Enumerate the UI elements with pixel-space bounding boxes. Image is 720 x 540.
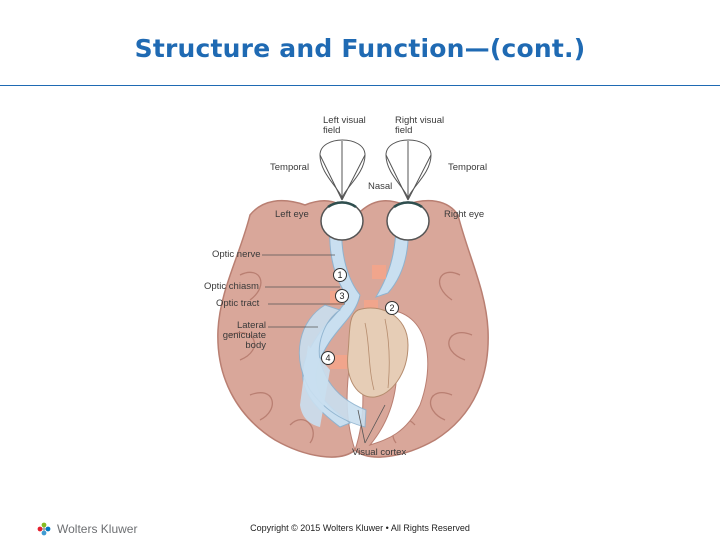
label-right-visual-field: Right visual field [395, 115, 445, 136]
brainstem [347, 307, 409, 398]
label-visual-cortex: Visual cortex [352, 447, 407, 458]
callout-2: 2 [385, 301, 399, 315]
label-optic-tract: Optic tract [216, 298, 260, 309]
label-nasal: Nasal [368, 181, 393, 192]
label-temporal-right: Temporal [448, 162, 488, 173]
right-eye [386, 201, 430, 241]
label-left-eye: Left eye [275, 209, 309, 220]
label-optic-nerve: Optic nerve [212, 249, 261, 260]
wolters-kluwer-logo-icon [37, 522, 51, 536]
callout-1: 1 [333, 268, 347, 282]
label-temporal-left: Temporal [270, 162, 310, 173]
visual-pathway-illustration [217, 139, 489, 458]
callout-4: 4 [321, 351, 335, 365]
label-left-visual-field: Left visual field [323, 115, 366, 136]
visual-field-cones [319, 139, 432, 201]
label-lateral-geniculate-body: Lateral geniculate body [222, 320, 266, 351]
logo-text: Wolters Kluwer [57, 522, 138, 536]
label-right-eye: Right eye [444, 209, 485, 220]
visual-pathway-figure: Left visual field Right visual field Tem… [190, 105, 510, 470]
wolters-kluwer-logo: Wolters Kluwer [36, 519, 137, 539]
left-eye [320, 201, 364, 241]
label-optic-chiasm: Optic chiasm [204, 281, 259, 292]
title-rule [0, 85, 720, 86]
callout-3: 3 [335, 289, 349, 303]
leader-lines [262, 254, 386, 444]
copyright-notice: Copyright © 2015 Wolters Kluwer • All Ri… [250, 523, 470, 533]
slide-title: Structure and Function—(cont.) [134, 34, 586, 63]
